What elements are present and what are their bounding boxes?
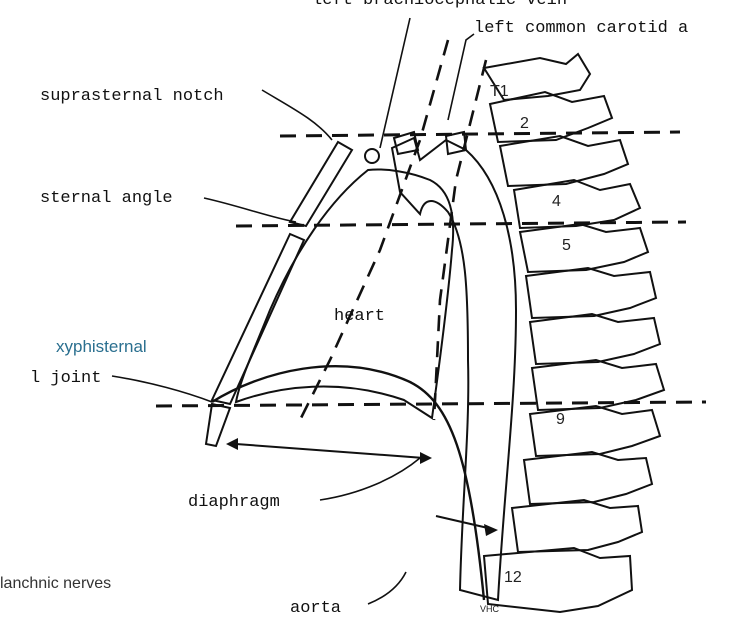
oesophagus-right-line	[432, 59, 488, 421]
label-left-common-carotid: left common carotid a	[474, 19, 688, 38]
diaphragm-curve	[211, 365, 486, 601]
vertebra-11	[510, 498, 644, 554]
level-line-t9	[155, 400, 707, 408]
label-suprasternal-notch: suprasternal notch	[40, 87, 224, 106]
heart-shape	[234, 168, 455, 420]
sternum	[204, 140, 354, 448]
vertebra-label-4: 4	[552, 193, 561, 210]
vertebra-5	[518, 222, 650, 274]
oesophagus-left-line	[298, 39, 450, 421]
label-aorta: aorta	[290, 599, 341, 618]
label-heart: heart	[334, 307, 385, 326]
level-line-t4	[235, 220, 687, 228]
vessel-left-carotid	[444, 130, 468, 156]
label-splanchnic-nerves: lanchnic nerves	[0, 575, 111, 592]
label-top-cut: left brachiocephalic vein	[312, 0, 567, 10]
vertebra-label-5: 5	[562, 237, 571, 254]
vertebra-10	[522, 450, 654, 506]
vertebra-3	[498, 134, 630, 188]
vertebra-8	[530, 358, 666, 412]
vertebra-2	[488, 90, 614, 144]
level-line-t2	[279, 130, 681, 138]
vertebra-6	[524, 266, 658, 320]
vertebra-label-9: 9	[556, 411, 565, 428]
label-initials: VHC	[480, 604, 500, 614]
vertebra-label-12: 12	[504, 569, 522, 586]
label-sternal-angle: sternal angle	[40, 189, 173, 208]
vessel-brachiocephalic	[392, 130, 420, 156]
label-diaphragm: diaphragm	[188, 493, 280, 512]
aorta-shape	[390, 136, 518, 602]
leader-lines	[111, 17, 475, 605]
vertebral-column	[482, 52, 666, 614]
arrows	[226, 438, 498, 536]
brachiocephalic-vein-circle	[364, 148, 380, 164]
vertebra-9	[528, 404, 662, 458]
sternal-body	[210, 232, 306, 406]
vertebra-7	[528, 312, 662, 366]
manubrium	[288, 140, 354, 228]
label-xyphisternal: xyphisternal	[56, 337, 147, 356]
label-joint: l joint	[30, 369, 101, 388]
vertebra-label-t1: T1	[490, 83, 509, 100]
vertebra-4	[512, 178, 642, 230]
vertebra-12	[482, 546, 634, 614]
xiphoid-process	[204, 402, 232, 448]
vertebra-label-2: 2	[520, 115, 529, 132]
